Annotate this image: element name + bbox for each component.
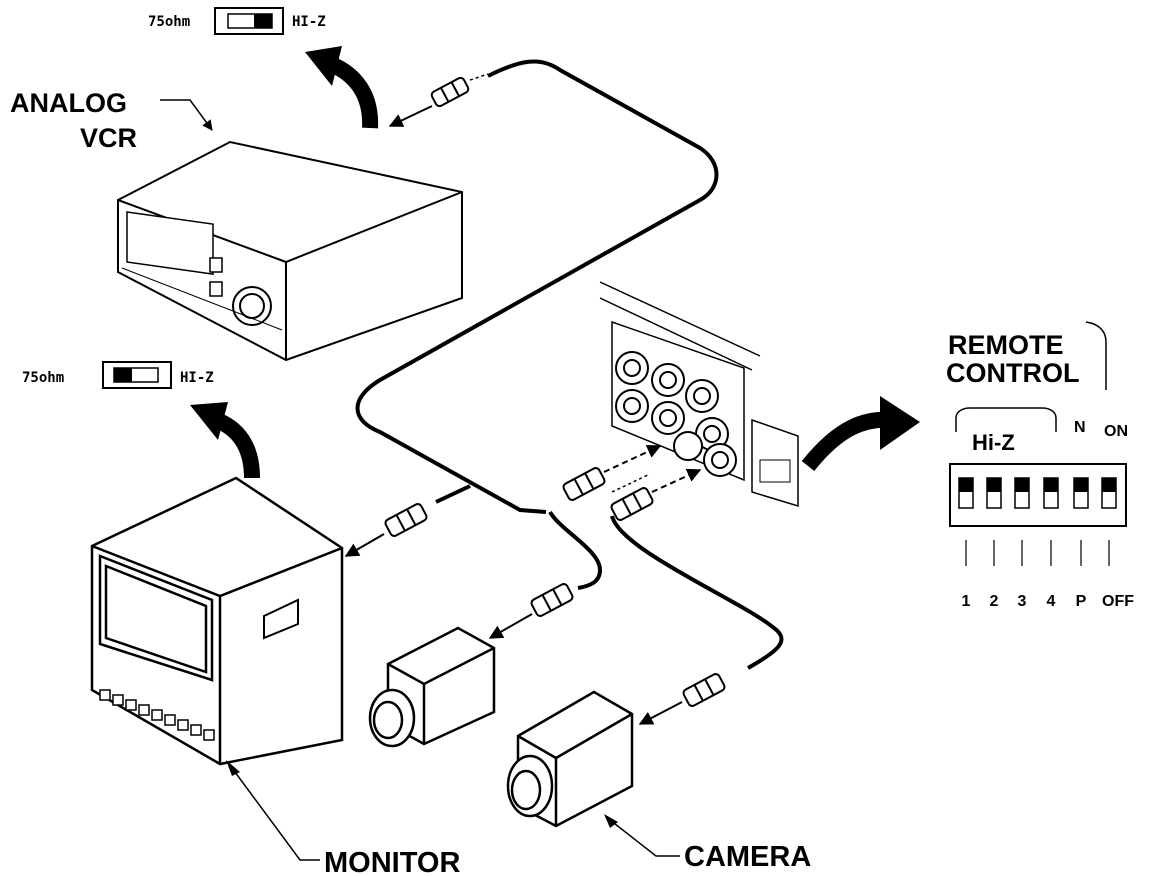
dip-switch-knob-3 xyxy=(1015,478,1029,492)
vcr-switch-left-label: 75ohm xyxy=(148,14,190,30)
dip-switch-knob-1 xyxy=(959,478,973,492)
dip-switch-knob-6 xyxy=(1102,478,1116,492)
dip-switch-knob-2 xyxy=(987,478,1001,492)
rear-panel xyxy=(600,282,798,506)
camera-2 xyxy=(508,692,632,826)
monitor-label: MONITOR xyxy=(324,847,460,876)
dip-number-off: OFF xyxy=(1102,593,1134,610)
dip-number-4: 4 xyxy=(1047,593,1056,610)
vcr-curved-arrow xyxy=(305,46,370,128)
remote-curved-arrow xyxy=(808,396,920,466)
monitor-switch-left-label: 75ohm xyxy=(22,370,64,386)
control-label: CONTROL xyxy=(946,358,1079,388)
analog-label: ANALOG xyxy=(10,88,127,118)
dip-switch-knob-4 xyxy=(1044,478,1058,492)
dip-leader-lines xyxy=(966,540,1109,566)
dip-number-3: 3 xyxy=(1018,593,1027,610)
camera-label: CAMERA xyxy=(684,841,811,873)
dip-top-label-n: N xyxy=(1074,419,1086,436)
camera-1 xyxy=(370,628,494,746)
monitor xyxy=(92,478,342,764)
monitor-impedance-switch: 75ohm HI-Z xyxy=(22,362,214,388)
vcr-impedance-switch: 75ohm HI-Z xyxy=(148,8,326,34)
vcr-label: VCR xyxy=(80,123,137,153)
remote-control-panel: REMOTE CONTROL Hi-Z N ON 1 2 3 4 P OFF xyxy=(946,322,1134,610)
hiz-group-label: Hi-Z xyxy=(972,430,1015,455)
dip-top-label-on: ON xyxy=(1104,423,1128,440)
dip-number-p: P xyxy=(1076,593,1087,610)
analog-vcr xyxy=(118,142,462,360)
dip-number-2: 2 xyxy=(990,593,999,610)
dip-number-1: 1 xyxy=(962,593,971,610)
monitor-curved-arrow xyxy=(190,402,252,478)
vcr-switch-right-label: HI-Z xyxy=(292,14,326,30)
remote-label: REMOTE xyxy=(948,330,1064,360)
monitor-switch-right-label: HI-Z xyxy=(180,370,214,386)
dip-switch-knob-5 xyxy=(1074,478,1088,492)
dip-switch-block xyxy=(950,464,1126,526)
